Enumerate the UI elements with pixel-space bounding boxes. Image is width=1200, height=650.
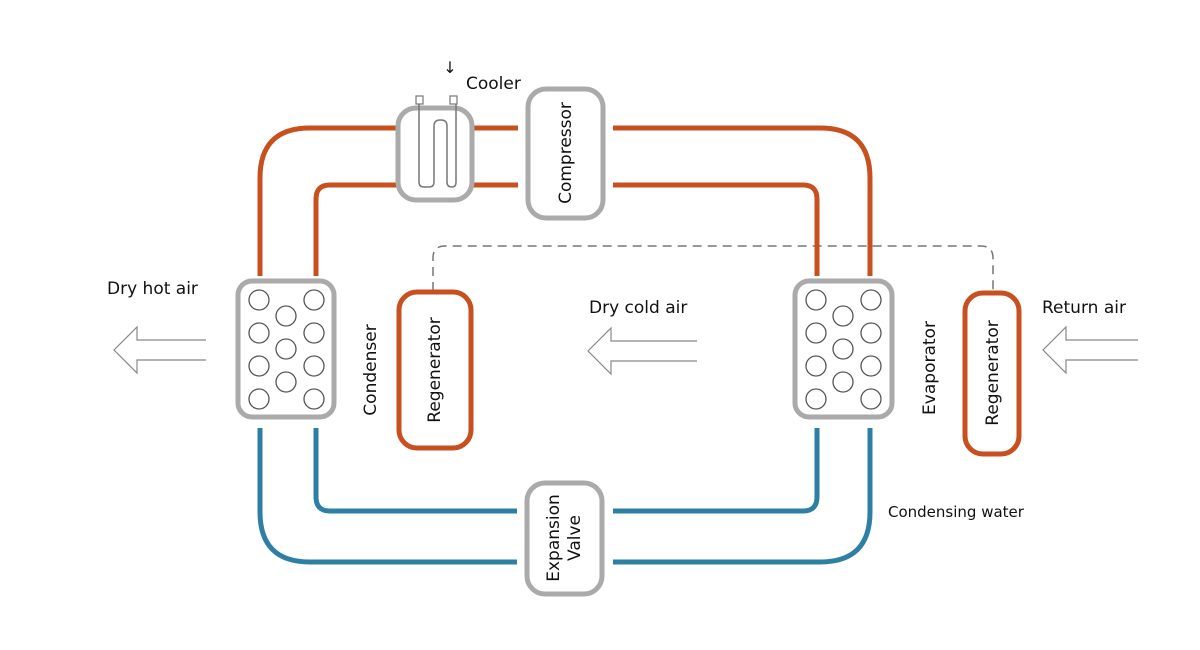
expansion-valve-label-line2: Valve	[565, 515, 585, 561]
tube-circle-icon	[832, 371, 854, 393]
hot-refrigerant-pipes	[257, 125, 873, 276]
cooler-outlet-port	[449, 95, 458, 105]
tube-circle-icon	[248, 355, 270, 377]
tube-circle-icon	[248, 322, 270, 344]
cooler-inlet-arrow-icon: ↓	[443, 58, 456, 77]
outer-hot-pipe-right	[613, 125, 873, 276]
expansion-valve: Expansion Valve	[524, 480, 605, 597]
tube-circle-icon	[805, 289, 827, 311]
cooler-inlet-port	[415, 95, 424, 105]
tube-circle-icon	[860, 355, 882, 377]
compressor-label: Compressor	[556, 102, 576, 204]
return-air-label: Return air	[1042, 298, 1126, 318]
expansion-valve-body	[524, 480, 605, 597]
tube-circle-icon	[275, 305, 297, 327]
tube-circle-icon	[832, 305, 854, 327]
cooler-body	[395, 105, 475, 203]
outer-hot-pipe-left	[257, 125, 398, 276]
regenerator-right: Regenerator	[962, 290, 1022, 457]
regenerator-link-dashed-line	[432, 245, 994, 291]
tube-circle-icon	[860, 322, 882, 344]
cold-refrigerant-pipes	[257, 428, 873, 565]
tube-circle-icon	[805, 388, 827, 410]
tube-circle-icon	[275, 371, 297, 393]
regenerator-left-label: Regenerator	[425, 317, 445, 422]
tube-circle-icon	[805, 322, 827, 344]
evaporator-tubes	[805, 289, 882, 410]
evaporator-label: Evaporator	[920, 321, 940, 415]
cooler: ↓ Cooler	[395, 58, 521, 203]
tube-circle-icon	[805, 355, 827, 377]
tube-circle-icon	[248, 289, 270, 311]
tube-circle-icon	[275, 338, 297, 360]
return-air-arrow-icon	[1042, 325, 1138, 375]
inner-hot-pipe-left	[313, 182, 398, 276]
cooler-coil-icon	[418, 100, 457, 188]
inner-hot-pipe-right	[613, 182, 820, 276]
dry-hot-air-label: Dry hot air	[107, 279, 198, 299]
tube-circle-icon	[860, 388, 882, 410]
compressor-body	[525, 86, 606, 221]
tube-circle-icon	[860, 289, 882, 311]
cooler-label: Cooler	[466, 74, 521, 94]
condenser-tubes	[248, 289, 325, 410]
regenerator-left-body	[396, 289, 474, 451]
condenser: Condenser	[235, 278, 381, 420]
tube-circle-icon	[303, 289, 325, 311]
tube-circle-icon	[303, 322, 325, 344]
evaporator: Evaporator	[792, 278, 940, 420]
dry-cold-air-label: Dry cold air	[589, 298, 687, 318]
dry-cold-air-arrow-icon	[587, 326, 697, 376]
outer-cold-pipe-left	[257, 428, 517, 565]
condenser-label: Condenser	[361, 324, 381, 415]
expansion-valve-label-line1: Expansion	[544, 494, 564, 582]
condensing-water-label: Condensing water	[888, 503, 1025, 521]
regenerator-left: Regenerator	[396, 289, 474, 451]
tube-circle-icon	[832, 338, 854, 360]
tube-circle-icon	[248, 388, 270, 410]
tube-circle-icon	[303, 355, 325, 377]
inner-cold-pipe-right	[613, 428, 820, 514]
airflow-arrows	[113, 325, 1138, 376]
dry-hot-air-arrow-icon	[113, 325, 206, 375]
regenerator-right-body	[962, 290, 1022, 457]
compressor: Compressor	[525, 86, 606, 221]
tube-circle-icon	[303, 388, 325, 410]
outer-cold-pipe-right	[613, 428, 873, 565]
inner-cold-pipe-left	[313, 428, 517, 514]
regenerator-right-label: Regenerator	[983, 320, 1003, 425]
